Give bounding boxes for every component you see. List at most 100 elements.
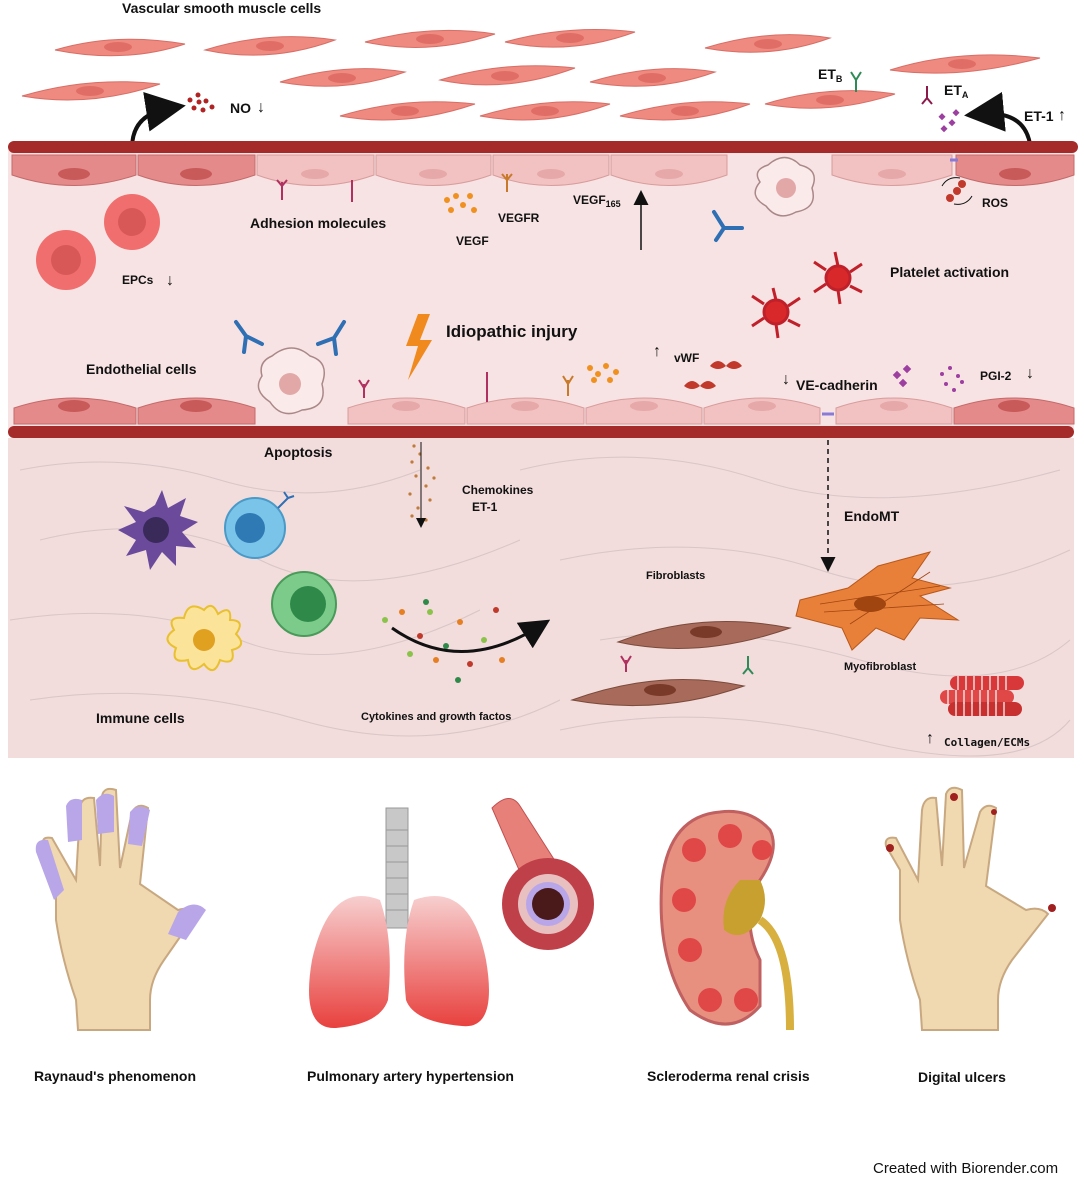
smooth-muscle-cell [889, 54, 1041, 74]
adhesion-molecule-icons [276, 173, 513, 202]
monocyte-cell [271, 571, 337, 637]
receptor-icons-bottom [358, 372, 574, 402]
digital-ulcers-hand-illustration [884, 786, 1056, 1031]
activated-platelet [751, 287, 801, 339]
endothelial-cells-label: Endothelial cells [86, 361, 197, 377]
endothelial-cell [703, 397, 821, 425]
endothelial-cell [375, 154, 492, 186]
fibroblast-cell [570, 679, 746, 707]
smooth-muscle-layer [21, 29, 1041, 121]
smooth-muscle-cell [438, 65, 576, 86]
ros-label: ROS [982, 196, 1009, 210]
vegf-label: VEGF [456, 234, 489, 248]
vwf-label: vWF [674, 351, 700, 365]
collagen-up-arrow: ↑ [926, 730, 934, 747]
collagen-fibers [940, 676, 1024, 716]
ve-cadherin-down-arrow: ↓ [782, 371, 790, 388]
myofibroblast-label: Myofibroblast [844, 661, 917, 673]
endothelial-cell [137, 397, 256, 425]
endothelial-cell [610, 154, 728, 186]
antibody-icon [316, 320, 346, 356]
epcs-down-arrow: ↓ [166, 272, 174, 289]
smooth-muscle-cell [203, 36, 337, 56]
endothelial-cell [13, 397, 137, 425]
platelet-activation-label: Platelet activation [890, 264, 1010, 280]
pah-label: Pulmonary artery hypertension [307, 1068, 514, 1084]
pgi2-label: PGI-2 [980, 369, 1012, 383]
digital-ulcers-label: Digital ulcers [918, 1069, 1006, 1085]
smooth-muscle-cell [504, 29, 636, 48]
antibody-icon [712, 210, 744, 242]
smooth-muscle-cell [619, 101, 751, 121]
idiopathic-injury-label: Idiopathic injury [446, 322, 578, 341]
smooth-muscle-cell [364, 29, 496, 48]
endothelial-cell [835, 397, 953, 425]
pgi2-down-arrow: ↓ [1026, 365, 1034, 382]
et-a-receptor [921, 86, 933, 105]
et-a-label: ETA [944, 82, 969, 100]
et1-release-arrow [964, 91, 1032, 145]
endothelial-cell [11, 154, 137, 186]
vessel-lumen [8, 150, 1074, 430]
vegfr-label: VEGFR [498, 211, 540, 225]
lungs-illustration [309, 807, 489, 1029]
vegf165-label: VEGF165 [573, 193, 621, 209]
dendritic-cell [118, 490, 198, 570]
antibody-icon [234, 320, 264, 354]
smooth-muscle-cell [589, 68, 717, 87]
vsmc-label: Vascular smooth muscle cells [122, 0, 322, 16]
epcs-label: EPCs [122, 273, 154, 287]
smooth-muscle-cell [339, 101, 476, 121]
adhesion-molecules-label: Adhesion molecules [250, 215, 387, 231]
smooth-muscle-cell [764, 90, 896, 109]
endothelial-cell [831, 154, 953, 186]
epc-cell [104, 194, 160, 250]
chemokines-label: Chemokines [462, 483, 534, 497]
cytokine-arrow [391, 619, 551, 653]
no-down-arrow: ↓ [257, 99, 265, 116]
endothelial-cell [953, 397, 1075, 425]
smooth-muscle-cell [279, 68, 407, 87]
no-label: NO [230, 100, 251, 116]
macrophage-cell [166, 604, 243, 671]
endothelial-cell [466, 397, 585, 425]
no-molecules [187, 92, 215, 113]
ve-cadherin-label: VE-cadherin [796, 377, 878, 393]
endothelial-layer-bottom [13, 397, 1075, 425]
vwf-up-arrow: ↑ [653, 343, 661, 360]
pgi2-molecules [892, 364, 964, 392]
epc-cell [36, 230, 96, 290]
et-b-receptor [850, 71, 862, 92]
raynaud-hand-illustration [35, 787, 206, 1031]
cytokines-label: Cytokines and growth factos [361, 711, 512, 723]
et1-mid-label: ET-1 [472, 500, 498, 514]
endothelial-cell [256, 154, 375, 186]
smooth-muscle-cell [479, 101, 611, 121]
kidney-illustration [659, 809, 794, 1031]
smooth-muscle-cell [21, 81, 161, 101]
apoptosis-label: Apoptosis [264, 444, 333, 460]
endothelial-cell [492, 154, 610, 186]
endothelial-cell [137, 154, 256, 186]
smooth-muscle-cell [704, 34, 832, 53]
fibroblast-cell [616, 621, 792, 649]
immune-cells-label: Immune cells [96, 710, 185, 726]
activated-platelet [813, 251, 863, 305]
cytokine-dots [382, 599, 505, 683]
vegf-molecules [444, 193, 477, 213]
ros-icon [941, 177, 973, 205]
endothelial-cell [585, 397, 703, 425]
src-label: Scleroderma renal crisis [647, 1068, 810, 1084]
endothelial-layer-top [11, 154, 1075, 186]
raynaud-label: Raynaud's phenomenon [34, 1068, 197, 1084]
vessel-wall-top [8, 141, 1078, 153]
et-b-label: ETB [818, 66, 843, 84]
fibroblast-receptors [620, 655, 754, 675]
et1-up-arrow: ↑ [1058, 107, 1066, 124]
lightning-icon [406, 314, 432, 380]
fibroblasts-label: Fibroblasts [646, 570, 706, 582]
vessel-wall-bottom [8, 426, 1074, 438]
endomt-label: EndoMT [844, 508, 900, 524]
apoptotic-cell [754, 156, 815, 217]
